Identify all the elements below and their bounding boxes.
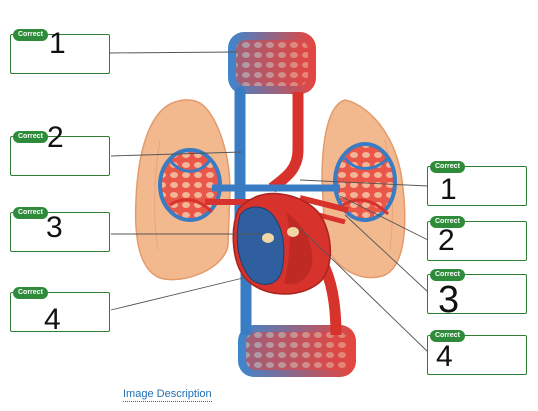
- answer-number: 1: [49, 27, 66, 60]
- left-lung-capillaries: [158, 148, 222, 222]
- answer-box-right-3[interactable]: Correct 3: [427, 269, 527, 319]
- answer-box-left-1[interactable]: Correct 1: [10, 29, 110, 74]
- aorta-upper: [268, 92, 304, 193]
- answer-box-right-4[interactable]: Correct 4: [427, 330, 527, 375]
- correct-badge: Correct: [430, 330, 465, 342]
- answer-number: 2: [47, 121, 64, 154]
- answer-box-left-3[interactable]: Correct 3: [10, 207, 110, 252]
- answer-number: 3: [438, 279, 460, 321]
- correct-badge: Correct: [13, 287, 48, 299]
- answer-number: 2: [438, 224, 455, 257]
- answer-box-left-4[interactable]: Correct 4: [10, 287, 110, 336]
- correct-badge: Correct: [430, 269, 465, 281]
- answer-number: 4: [436, 340, 453, 373]
- answer-box-left-2[interactable]: Correct 2: [10, 123, 110, 176]
- upper-body-capillaries: [228, 32, 316, 94]
- correct-badge: Correct: [430, 216, 465, 228]
- image-description-link[interactable]: Image Description: [123, 388, 212, 402]
- answer-box-right-2[interactable]: Correct 2: [427, 216, 527, 261]
- correct-badge: Correct: [430, 161, 465, 173]
- answer-number: 4: [44, 303, 61, 336]
- correct-badge: Correct: [13, 207, 48, 219]
- correct-badge: Correct: [13, 29, 48, 41]
- leader-lines: [109, 51, 429, 353]
- lower-body-capillaries: [238, 325, 356, 377]
- answer-box-right-1[interactable]: Correct 1: [427, 161, 527, 206]
- answer-number: 3: [46, 211, 63, 244]
- correct-badge: Correct: [13, 131, 48, 143]
- answer-number: 1: [440, 173, 457, 206]
- heart: [232, 192, 332, 295]
